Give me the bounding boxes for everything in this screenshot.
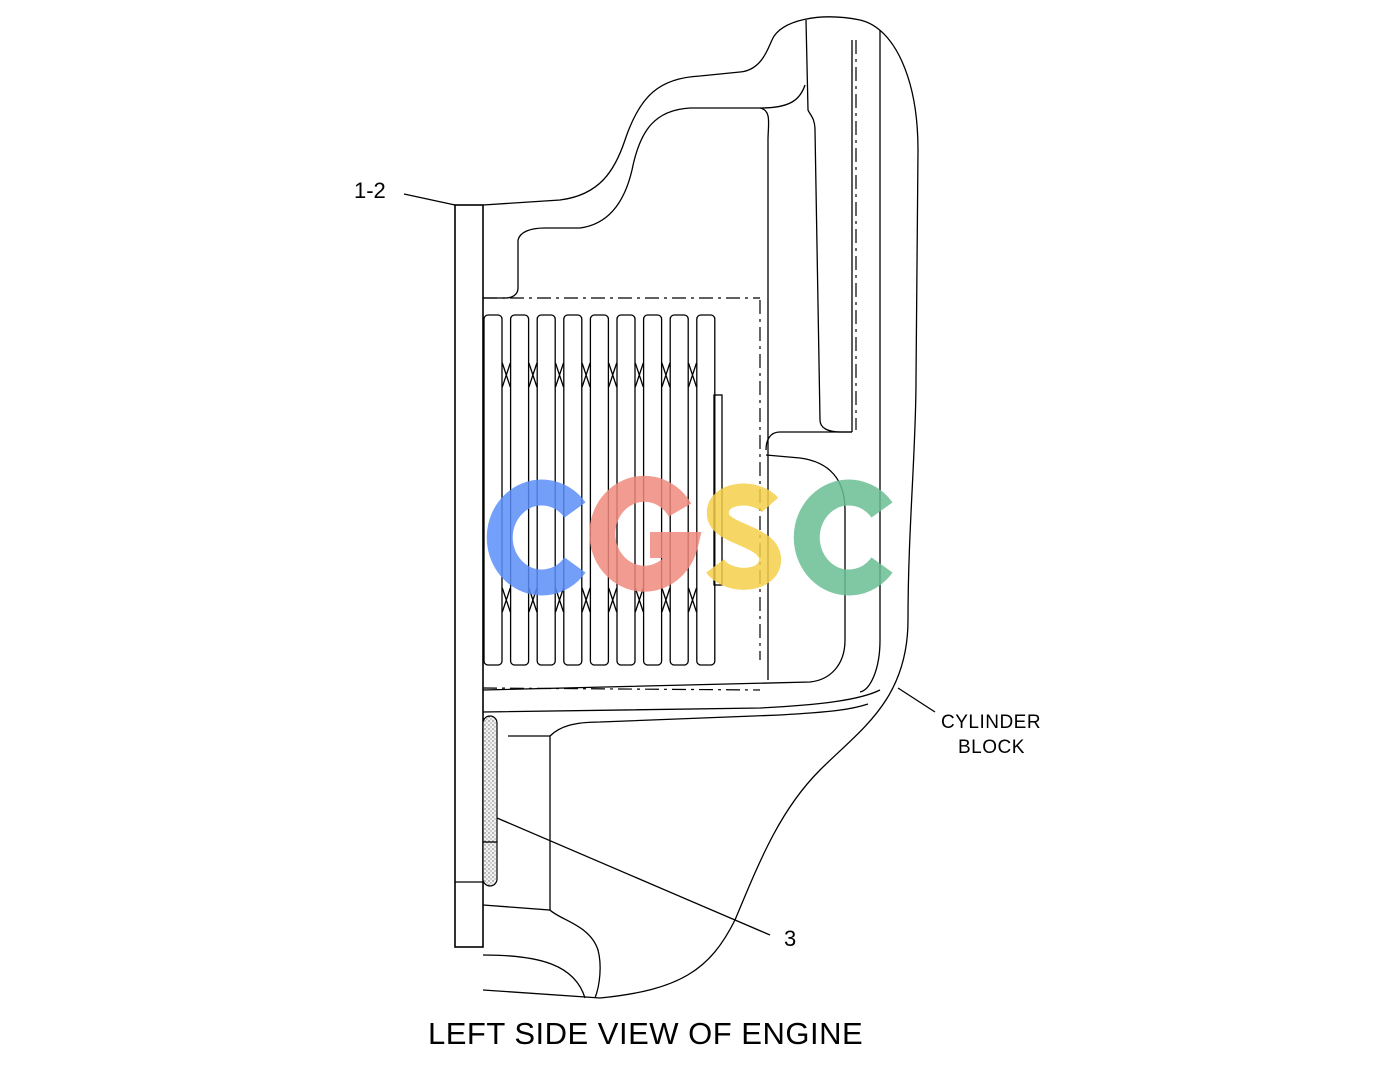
watermark — [486, 475, 893, 596]
fin-clip — [581, 362, 591, 388]
fin-clip — [581, 587, 591, 613]
seal-strip — [482, 715, 498, 887]
fin-clip — [554, 362, 565, 388]
figure-caption: LEFT SIDE VIEW OF ENGINE — [428, 1016, 863, 1051]
block-inner-right — [805, 19, 852, 433]
fin-clip — [608, 587, 618, 613]
fin-clip — [634, 362, 644, 388]
upper-cavity-right-wall — [759, 107, 770, 680]
fin-clip — [501, 362, 511, 388]
lower-bracket-curve — [549, 703, 869, 737]
hidden-line-low — [482, 687, 761, 691]
fin — [589, 314, 610, 666]
callout-cylinder-block-line2: BLOCK — [958, 737, 1025, 758]
callout-3: 3 — [784, 926, 796, 951]
upper-cavity-outline — [517, 84, 806, 241]
fin-clip — [634, 587, 644, 613]
fin-clip — [528, 362, 538, 388]
fin-clip — [661, 362, 671, 388]
watermark-letter-s — [706, 483, 781, 590]
fin-clip — [661, 587, 671, 613]
watermark-letter-g — [589, 475, 702, 592]
fin-clip — [687, 362, 698, 388]
fin-clip — [608, 362, 618, 388]
cylinder-block-outline — [482, 16, 919, 999]
leader-line-cylinder-block — [897, 687, 936, 713]
callout-1-2: 1-2 — [354, 178, 386, 203]
lower-bracket-inner — [482, 735, 551, 911]
watermark-letter-c2 — [793, 479, 893, 596]
fin-clip — [687, 587, 698, 613]
lower-bracket — [482, 689, 881, 713]
flange-plate — [454, 204, 484, 948]
watermark-letter-c1 — [486, 479, 586, 596]
fin — [483, 314, 503, 666]
callout-cylinder-block-line1: CYLINDER — [941, 712, 1041, 733]
leader-line-3 — [496, 817, 771, 936]
block-recess-low — [482, 454, 846, 691]
block-inner-lower — [859, 30, 881, 693]
block-recess — [765, 431, 852, 451]
lower-bracket-foot — [549, 909, 601, 999]
upper-cavity-left-wall — [483, 240, 519, 299]
leader-line-1-2 — [403, 193, 456, 206]
fin — [696, 314, 716, 666]
fin-clip — [501, 587, 511, 613]
lower-bracket-base — [482, 954, 586, 999]
